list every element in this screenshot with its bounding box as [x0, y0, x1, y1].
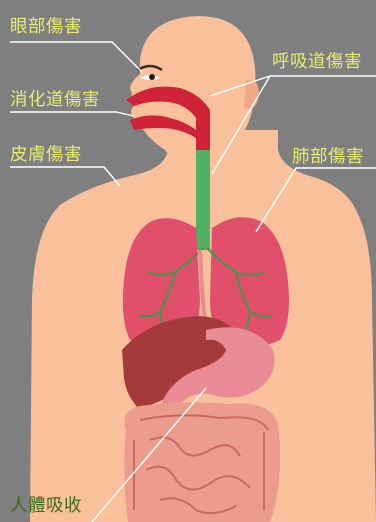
digestive-leader-line — [10, 112, 134, 116]
absorption-label: 人體吸收 — [10, 496, 82, 516]
lung-damage-label: 肺部傷害 — [292, 147, 364, 167]
eye-leader-line — [10, 42, 142, 72]
eye-damage-label: 眼部傷害 — [10, 17, 82, 37]
skin-leader-line — [10, 167, 120, 186]
skin-damage-label: 皮膚傷害 — [10, 145, 82, 165]
respiratory-damage-label: 呼吸道傷害 — [272, 52, 362, 72]
trachea — [196, 150, 210, 250]
digestive-damage-label: 消化道傷害 — [10, 90, 100, 110]
intestines — [124, 402, 280, 522]
